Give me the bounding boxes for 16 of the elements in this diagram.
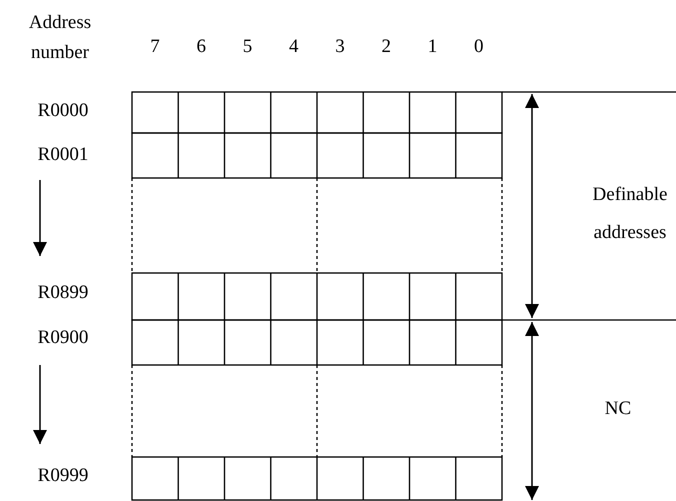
range-label: NC bbox=[604, 397, 632, 421]
address-label: R0001 bbox=[36, 143, 90, 167]
bit-number: 4 bbox=[288, 35, 300, 59]
bit-number: 2 bbox=[380, 35, 392, 59]
bit-number: 3 bbox=[334, 35, 346, 59]
bit-number: 5 bbox=[242, 35, 254, 59]
address-label: R0999 bbox=[36, 464, 90, 488]
column-header: Address number bbox=[28, 11, 92, 65]
address-label: R0900 bbox=[36, 326, 90, 350]
range-label: Definable addresses bbox=[592, 183, 668, 245]
bit-number: 7 bbox=[149, 35, 161, 59]
address-label: R0000 bbox=[36, 99, 90, 123]
address-label: R0899 bbox=[36, 281, 90, 305]
bit-number: 1 bbox=[426, 35, 438, 59]
bit-number: 0 bbox=[473, 35, 484, 59]
bit-number: 6 bbox=[196, 35, 207, 59]
